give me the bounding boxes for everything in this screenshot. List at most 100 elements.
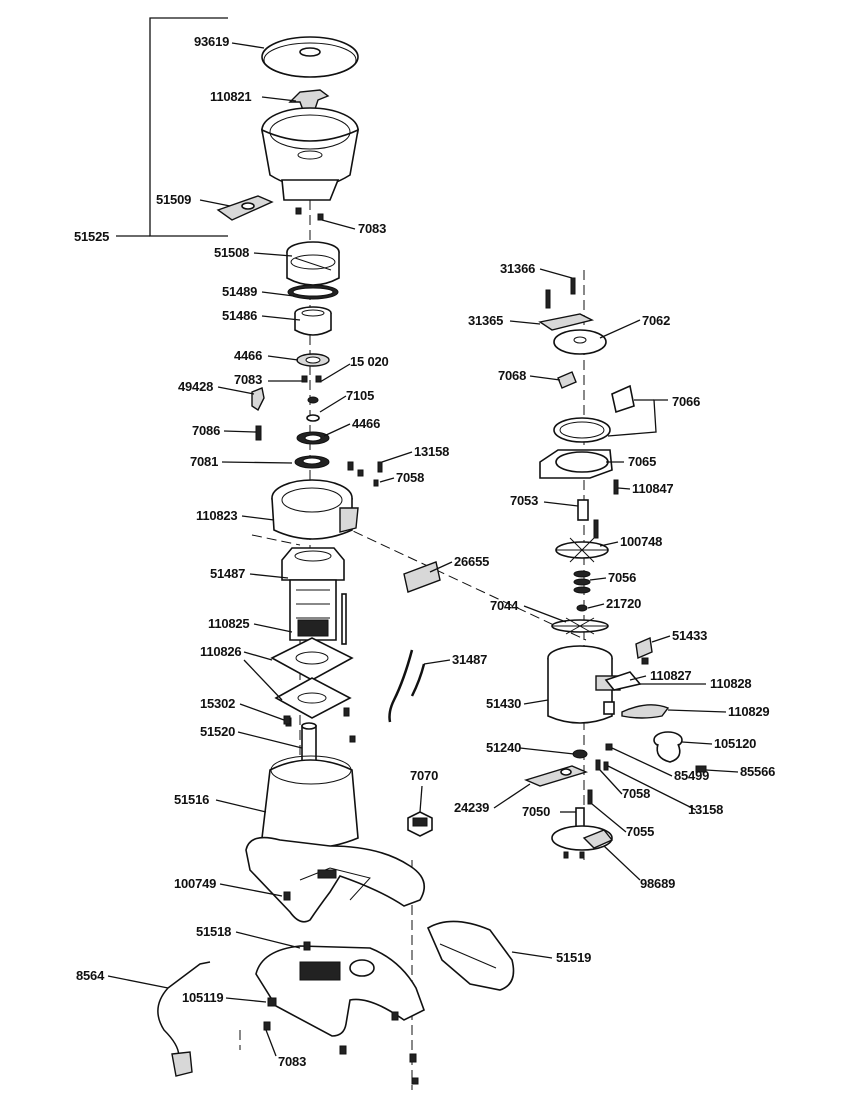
label-7083-top: 7083: [358, 221, 386, 236]
label-7055: 7055: [626, 824, 654, 839]
label-85566: 85566: [740, 764, 775, 779]
label-7081: 7081: [190, 454, 218, 469]
label-51509: 51509: [156, 192, 191, 207]
label-15302: 15302: [200, 696, 235, 711]
label-105119: 105119: [182, 990, 223, 1005]
part-spring-51240: [572, 749, 588, 759]
part-small-fasteners: [301, 375, 322, 422]
part-rod-51487: [341, 593, 347, 645]
label-7068: 7068: [498, 368, 526, 383]
part-85566: [695, 765, 707, 773]
label-7053: 7053: [510, 493, 538, 508]
part-plate-7062: [553, 329, 607, 355]
label-15020: 15 020: [350, 354, 389, 369]
part-ring-7081: [294, 455, 330, 469]
label-51519: 51519: [556, 950, 591, 965]
part-85499: [605, 743, 613, 751]
label-4466-top: 4466: [234, 348, 262, 363]
part-shaft-7053: [577, 499, 589, 521]
part-agitator: [288, 89, 330, 119]
label-51486: 51486: [222, 308, 257, 323]
part-gasket-51489: [287, 284, 339, 300]
label-110823: 110823: [196, 508, 237, 523]
part-lever-24239: [523, 765, 589, 787]
label-24239: 24239: [454, 800, 489, 815]
part-ring-7066: [553, 417, 611, 443]
label-7044: 7044: [490, 598, 519, 613]
part-cover-110823: [271, 479, 359, 540]
label-7058-right: 7058: [622, 786, 650, 801]
part-bracket-26655: [403, 561, 441, 593]
label-7083-mid: 7083: [234, 372, 262, 387]
label-31365: 31365: [468, 313, 503, 328]
label-8564: 8564: [76, 968, 105, 983]
part-baseplate-51518: [255, 941, 425, 1085]
part-screw-100749: [283, 891, 291, 901]
label-49428: 49428: [178, 379, 213, 394]
label-7066: 7066: [672, 394, 700, 409]
label-31487: 31487: [452, 652, 487, 667]
part-nut-21720: [576, 604, 588, 612]
part-knob-105120: [653, 731, 683, 763]
part-110829: [621, 704, 670, 719]
part-bracket-51433: [635, 636, 653, 665]
label-7062: 7062: [642, 313, 670, 328]
label-51516: 51516: [174, 792, 209, 807]
part-7068: [557, 371, 577, 389]
label-21720: 21720: [606, 596, 641, 611]
label-31366: 31366: [500, 261, 535, 276]
part-power-cord-8564: [157, 961, 211, 1077]
label-7083-bottom: 7083: [278, 1054, 306, 1069]
label-110827: 110827: [650, 668, 691, 683]
part-blade-7044: [551, 617, 609, 635]
label-26655: 26655: [454, 554, 489, 569]
part-bearing-4466-top: [296, 353, 330, 367]
label-7086: 7086: [192, 423, 220, 438]
part-disc-98689: [551, 825, 614, 859]
part-plate-110826-upper: [270, 637, 354, 681]
label-7065: 7065: [628, 454, 656, 469]
part-housing-7065: [539, 449, 613, 479]
part-spring-7086: [255, 425, 262, 441]
part-lid: [261, 36, 359, 78]
label-93619: 93619: [194, 34, 229, 49]
part-sleeve-51486: [294, 306, 332, 336]
part-labels: 93619 110821 51509 7083 51525 51508 5148…: [74, 34, 775, 1069]
part-motor-51487: [281, 547, 345, 641]
label-51430: 51430: [486, 696, 521, 711]
label-51433: 51433: [672, 628, 707, 643]
label-85499: 85499: [674, 768, 709, 783]
label-51489: 51489: [222, 284, 257, 299]
label-7058-left: 7058: [396, 470, 424, 485]
leader-lines: [107, 42, 739, 1057]
part-bracket-31365: [538, 313, 595, 331]
label-110847: 110847: [632, 481, 673, 496]
label-98689: 98689: [640, 876, 675, 891]
label-51525: 51525: [74, 229, 109, 244]
part-switch-7070: [407, 811, 433, 837]
label-105120: 105120: [714, 736, 756, 751]
part-base-51516: [245, 755, 426, 923]
label-110821: 110821: [210, 89, 251, 104]
part-ring-51508: [286, 241, 340, 286]
part-screws-right: [347, 461, 383, 487]
part-screw-110847: [613, 479, 619, 495]
part-screws-31366: [545, 277, 576, 309]
label-7056: 7056: [608, 570, 636, 585]
part-handle-51509: [216, 195, 274, 221]
label-51508: 51508: [214, 245, 249, 260]
label-51518: 51518: [196, 924, 231, 939]
label-51520: 51520: [200, 724, 235, 739]
part-15302: [283, 715, 291, 725]
part-feet-105119: [263, 997, 277, 1031]
part-bearing-4466-lower: [296, 431, 330, 445]
part-switch-49428: [251, 387, 265, 412]
label-7050: 7050: [522, 804, 550, 819]
part-hopper: [260, 107, 360, 221]
label-13158-right: 13158: [688, 802, 723, 817]
part-spring-7056: [573, 570, 591, 594]
label-51487: 51487: [210, 566, 245, 581]
label-100749: 100749: [174, 876, 216, 891]
label-100748: 100748: [620, 534, 662, 549]
